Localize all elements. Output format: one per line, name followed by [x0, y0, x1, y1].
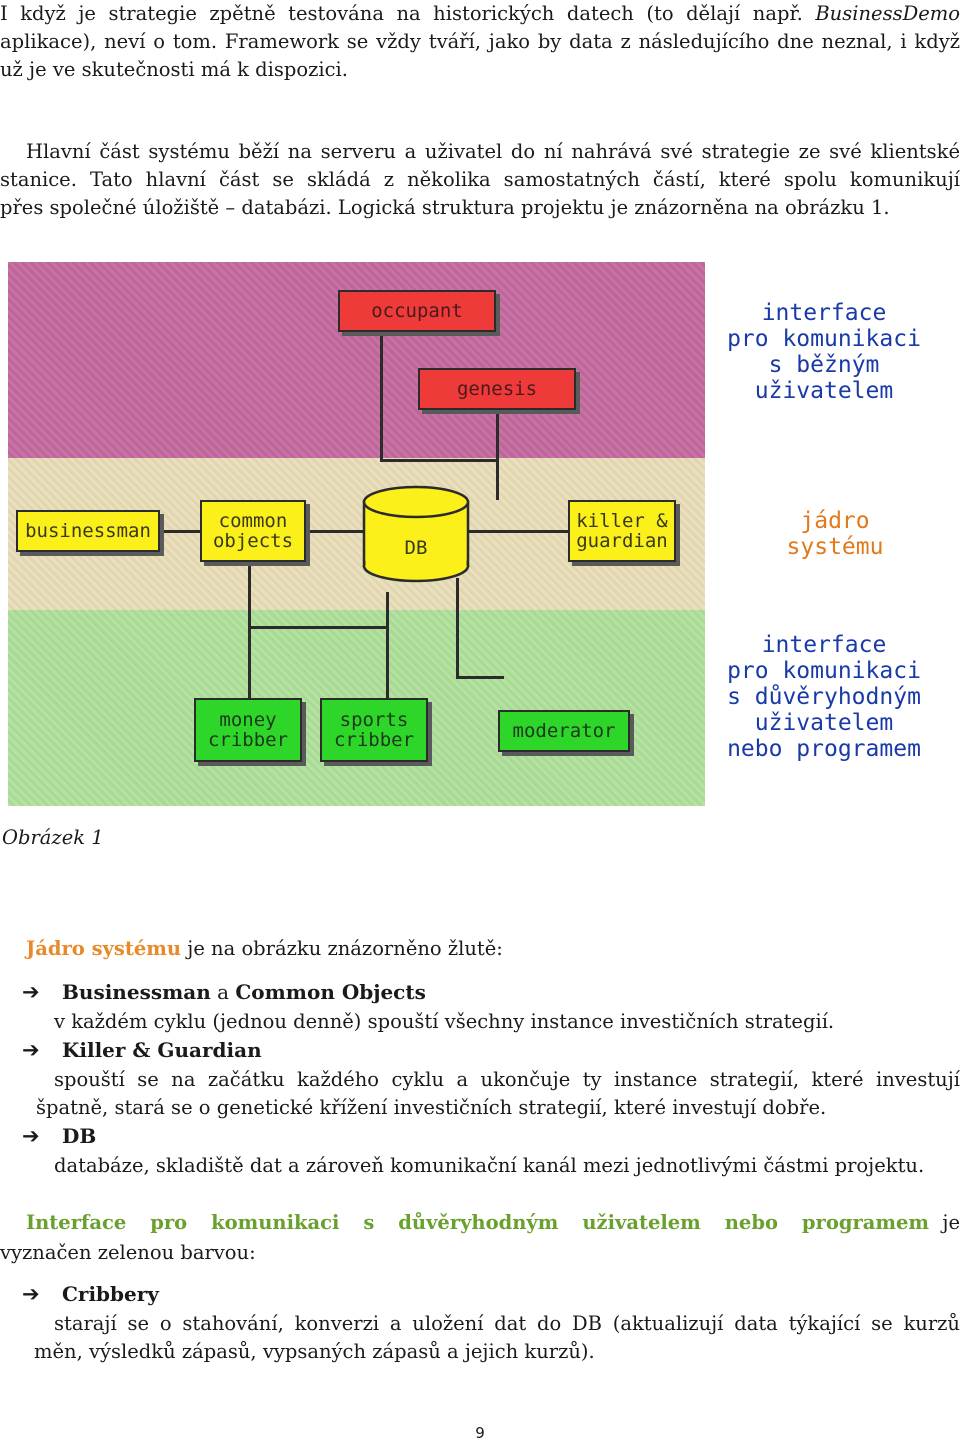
bullet-heading-businessman: Businessman a Common Objects	[62, 978, 426, 1006]
user-interface-label: interface pro komunikaci s běžným uživat…	[727, 300, 921, 404]
arrow-bullet-icon: ➔	[22, 1124, 40, 1148]
connector-db-right-down	[456, 578, 459, 678]
arrow-bullet-icon: ➔	[22, 980, 40, 1004]
trusted-heading-line: Interface pro komunikaci s důvěryhodným …	[26, 1209, 960, 1237]
bullet-heading-cribbery: Cribbery	[62, 1282, 159, 1306]
moderator-node: moderator	[498, 710, 630, 752]
core-title-rest: je na obrázku znázorněno žlutě:	[181, 937, 503, 960]
trusted-heading-line-2: vyznačen zelenou barvou:	[0, 1241, 256, 1264]
connector-occupant-horizontal	[380, 459, 498, 462]
arrow-bullet-icon: ➔	[22, 1038, 40, 1062]
business-demo-emphasis: BusinessDemo	[815, 2, 960, 25]
page-number: 9	[475, 1424, 485, 1442]
db-cylinder-node: DB	[362, 485, 470, 583]
core-system-label: jádro systému	[786, 508, 884, 560]
common-objects-node: common objects	[200, 500, 306, 562]
connector-db-left-down	[248, 562, 251, 628]
core-heading-line: Jádro systému je na obrázku znázorněno ž…	[26, 935, 960, 963]
db-cylinder-top	[362, 485, 470, 519]
bullet-text-killer-line-1: spouští se na začátku každého cyklu a uk…	[54, 1068, 960, 1091]
bullet-text-cribbery-line-1: starají se o stahování, konverzi a ulože…	[54, 1312, 960, 1335]
businessman-term: Businessman	[62, 980, 211, 1004]
bullet-heading-db: DB	[62, 1124, 97, 1148]
intro-paragraph-2-line-2: stanice. Tato hlavní část se skládá z ně…	[0, 168, 960, 191]
sports-cribber-node: sports cribber	[320, 698, 428, 762]
occupant-node: occupant	[338, 290, 496, 332]
bullet-text-db: databáze, skladiště dat a zároveň komuni…	[54, 1154, 925, 1177]
common-objects-term: Common Objects	[235, 980, 426, 1004]
architecture-diagram: occupant genesis businessman common obje…	[8, 262, 705, 806]
genesis-node: genesis	[418, 368, 576, 410]
intro-text-a: I když je strategie zpětně testována na …	[0, 2, 816, 25]
trusted-interface-label: interface pro komunikaci s důvěryhodným …	[727, 632, 921, 762]
bullet-text-cribbery-line-2: měn, výsledků zápasů, vypsaných zápasů a…	[34, 1340, 595, 1363]
trusted-title: Interface pro komunikaci s důvěryhodným …	[26, 1211, 930, 1234]
killer-guardian-node: killer & guardian	[568, 500, 676, 562]
connector-occupant-down	[380, 332, 383, 462]
connector-sports-down	[386, 592, 389, 700]
connector-moderator	[456, 676, 504, 679]
connector-left-branch	[248, 626, 388, 629]
businessman-node: businessman	[16, 510, 160, 552]
intro-paragraph-2-line-1: Hlavní část systému běží na serveru a už…	[26, 140, 960, 163]
bullet-text-killer-line-2: špatně, stará se o genetické křížení inv…	[36, 1096, 827, 1119]
arrow-bullet-icon: ➔	[22, 1282, 40, 1306]
core-title: Jádro systému	[26, 937, 182, 960]
db-label: DB	[405, 537, 428, 559]
money-cribber-node: money cribber	[194, 698, 302, 762]
intro-paragraph-1-line-2: aplikace), neví o tom. Framework se vždy…	[0, 30, 960, 53]
connector-genesis-down	[496, 410, 499, 500]
intro-paragraph-1-line-3: už je ve skutečnosti má k dispozici.	[0, 58, 348, 81]
conjunction: a	[210, 980, 236, 1004]
intro-paragraph-2-line-3: přes společné úložiště – databázi. Logic…	[0, 196, 890, 219]
trusted-title-rest: je	[929, 1211, 960, 1234]
bullet-heading-killer-guardian: Killer & Guardian	[62, 1038, 262, 1062]
intro-paragraph-1-line-1: I když je strategie zpětně testována na …	[0, 0, 960, 28]
figure-caption: Obrázek 1	[2, 826, 104, 849]
bullet-text-businessman: v každém cyklu (jednou denně) spouští vš…	[54, 1010, 835, 1033]
connector-money-down	[248, 626, 251, 700]
